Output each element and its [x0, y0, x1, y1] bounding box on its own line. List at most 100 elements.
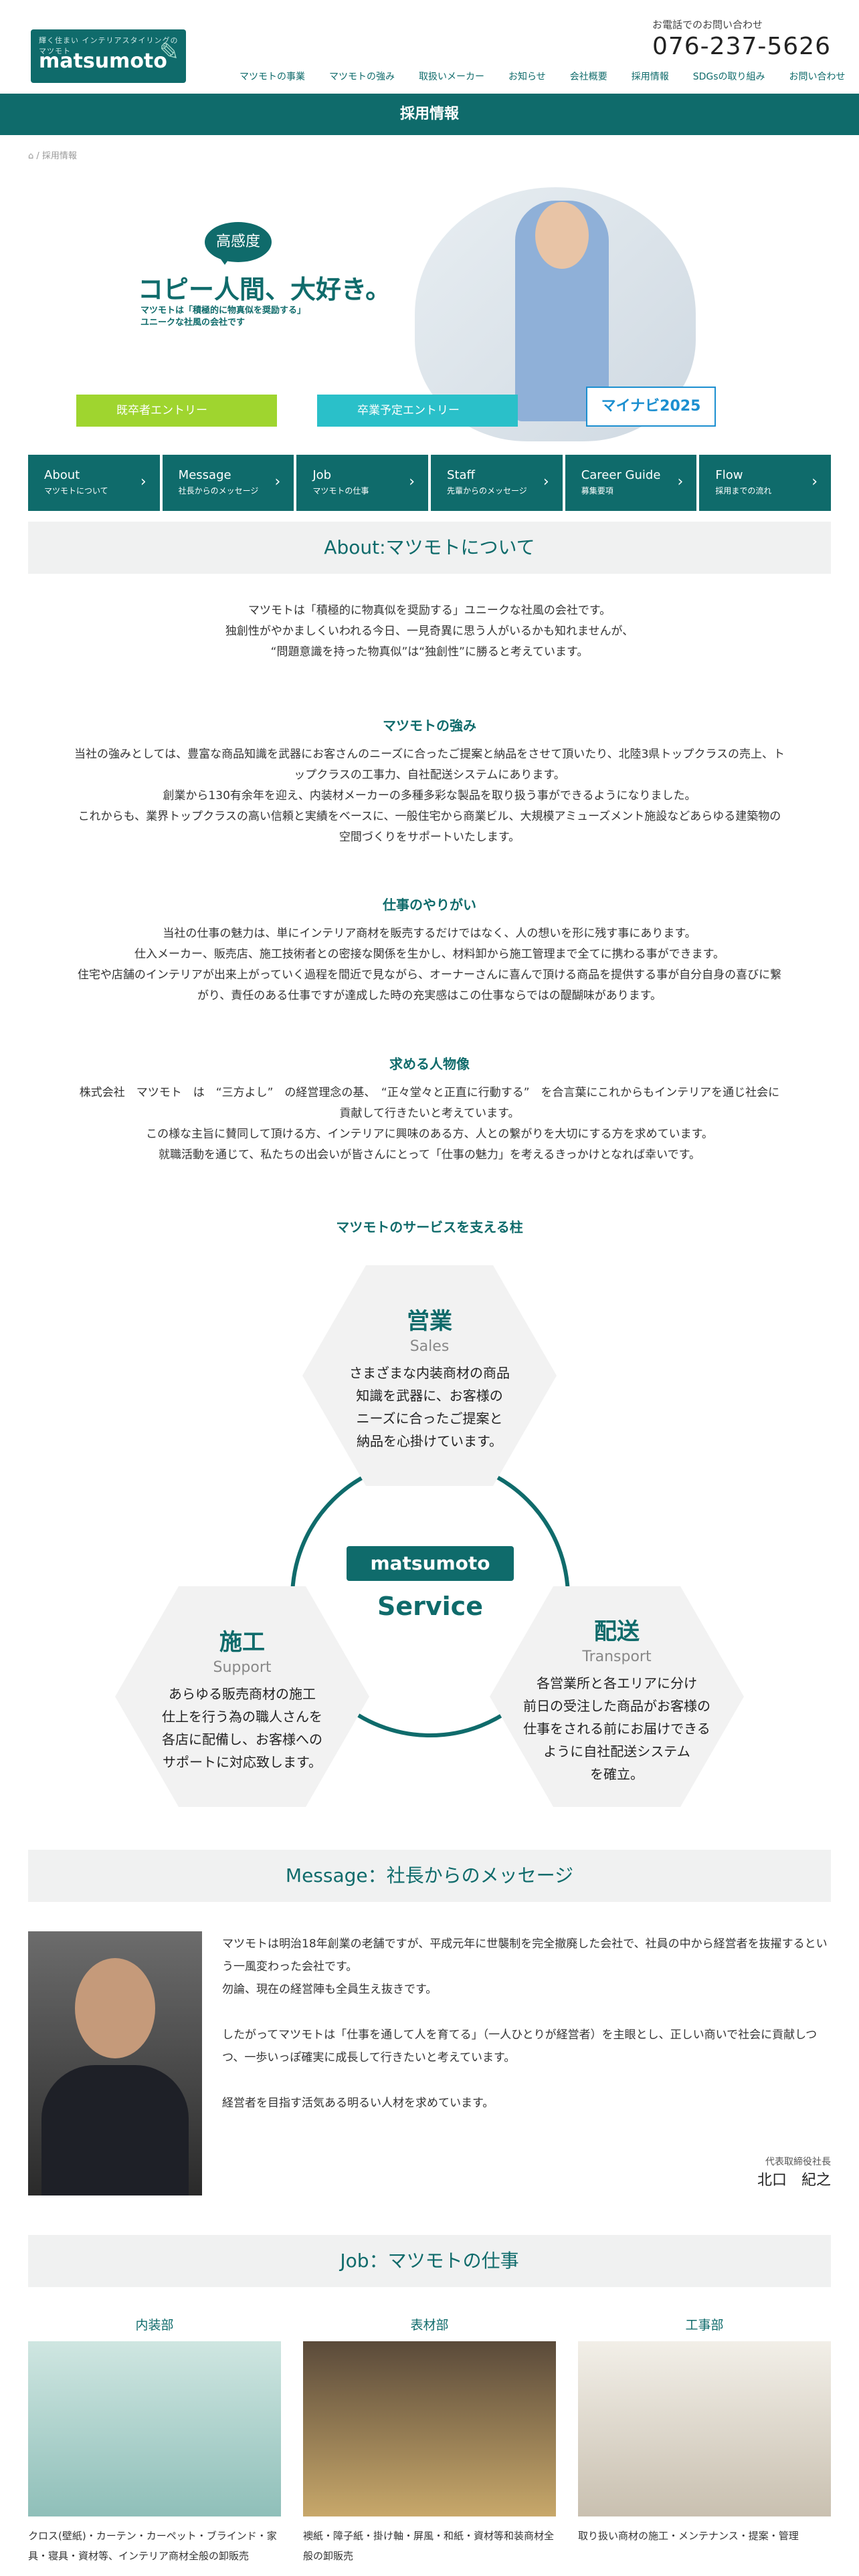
job-construction: 工事部 取り扱い商材の施工・メンテナンス・提案・管理: [578, 2315, 831, 2546]
chevron-right-icon: ›: [409, 473, 415, 490]
text-line: “問題意識を持った物真似”は“独創性”に勝ると考えています。: [270, 645, 589, 659]
text-line: 空間づくりをサポートいたします。: [339, 831, 520, 844]
text-line: 創業から130有余年を迎え、内装材メーカーの多種多彩な製品を取り扱う事ができるよ…: [163, 789, 696, 802]
president-name: 北口 紀之: [757, 2172, 831, 2189]
tab-sublabel: 募集要項: [581, 486, 613, 496]
nav-item-makers[interactable]: 取扱いメーカー: [419, 72, 484, 82]
hero-bubble: 高感度: [205, 222, 272, 265]
people-block: 求める人物像 株式会社 マツモト は “三方よし” の経営理念の基、 “正々堂々…: [28, 1054, 831, 1166]
tab-staff[interactable]: Staff 先輩からのメッセージ ›: [431, 455, 563, 511]
service-center: matsumoto Service: [347, 1546, 514, 1621]
job-desc: 襖紙・障子紙・掛け軸・屏風・和紙・資材等和装商材全般の卸販売: [303, 2530, 555, 2562]
nav-item-strength[interactable]: マツモトの強み: [329, 72, 395, 82]
nav-item-business[interactable]: マツモトの事業: [240, 72, 305, 82]
nav-item-news[interactable]: お知らせ: [508, 72, 546, 82]
text-line: 当社の強みとしては、豊富な商品知識を武器にお客さんのニーズに合ったご提案と納品を…: [74, 748, 785, 761]
text-line: この様な主旨に賛同して頂ける方、インテリアに興味のある方、人との繋がりを大切にす…: [146, 1128, 713, 1141]
text-line: あらゆる販売商材の施工: [169, 1686, 316, 1702]
pillar-subtitle: Support: [213, 1659, 272, 1676]
president-signature: 代表取締役社長 北口 紀之: [757, 2155, 831, 2189]
global-nav: マツモトの事業 マツモトの強み 取扱いメーカー お知らせ 会社概要 採用情報 S…: [227, 70, 858, 83]
nav-item-recruit[interactable]: 採用情報: [631, 72, 669, 82]
job-surface: 表材部 襖紙・障子紙・掛け軸・屏風・和紙・資材等和装商材全般の卸販売: [303, 2315, 556, 2566]
work-title: 仕事のやりがい: [383, 897, 476, 913]
president-suit: [41, 2065, 189, 2195]
message-paragraph: マツモトは明治18年創業の老舗ですが、平成元年に世襲制を完全撤廃した会社で、社員…: [222, 1937, 828, 1973]
job-photo: [578, 2341, 831, 2516]
nav-item-contact[interactable]: お問い合わせ: [789, 72, 846, 82]
message-paragraph: 経営者を目指す活気ある明るい人材を求めています。: [222, 2097, 494, 2110]
pillar-desc: あらゆる販売商材の施工仕上を行う為の職人さんを各店に配備し、お客様へのサポートに…: [115, 1683, 369, 1774]
president-message: マツモトは明治18年創業の老舗ですが、平成元年に世襲制を完全撤廃した会社で、社員…: [222, 1933, 831, 2115]
text-line: 当社の仕事の魅力は、単にインテリア商材を販売するだけではなく、人の想いを形に残す…: [163, 927, 696, 940]
text-line: ように自社配送システム: [543, 1743, 690, 1759]
logo-tagline: 輝く住まい インテリアスタイリングのマツモト: [39, 36, 179, 56]
nav-item-company[interactable]: 会社概要: [569, 72, 607, 82]
text-line: 仕入メーカー、販売店、施工技術者との密接な関係を生かし、材料卸から施工管理まで全…: [134, 948, 725, 961]
mynavi-banner[interactable]: マイナビ2025: [586, 387, 716, 427]
text-line: 各店に配備し、お客様への: [162, 1731, 322, 1747]
hero-subcopy-line: ユニークな社風の会社です: [140, 318, 246, 328]
job-desc: クロス(壁紙)・カーテン・カーペット・ブラインド・家具・寝具・資材等、インテリア…: [28, 2530, 277, 2562]
chevron-right-icon: ›: [543, 473, 549, 490]
text-line: を確立。: [590, 1766, 644, 1782]
text-line: 独創性がやかましくいわれる今日、一見奇異に思う人がいるかも知れませんが、: [225, 625, 634, 638]
job-photo: [28, 2341, 281, 2516]
breadcrumb: ⌂ / 採用情報: [28, 151, 77, 161]
pillar-title: 配送: [594, 1618, 640, 1645]
message-paragraph: したがってマツモトは「仕事を通して人を育てる」（一人ひとりが経営者）を主眼とし、…: [222, 2028, 818, 2064]
text-line: これからも、業界トップクラスの高い信頼と実績をベースに、一般住宅から商業ビル、大…: [78, 810, 781, 823]
nav-item-sdgs[interactable]: SDGsの取り組み: [692, 72, 765, 82]
text-line: 就職活動を通じて、私たちの出会いが皆さんにとって「仕事の魅力」を考えるきっかけと…: [159, 1148, 700, 1162]
chevron-right-icon: ›: [140, 473, 147, 490]
text-line: 知識を武器に、お客様の: [356, 1388, 503, 1404]
pillar-subtitle: Transport: [582, 1648, 652, 1665]
strength-title: マツモトの強み: [383, 718, 476, 734]
tab-label: Flow: [715, 468, 743, 482]
pillar-subtitle: Sales: [409, 1338, 450, 1355]
logo-name: matsumoto: [39, 49, 167, 73]
pillars-title-block: マツモトのサービスを支える柱: [28, 1217, 831, 1246]
entry-experienced-button[interactable]: 既卒者エントリー: [76, 395, 277, 427]
tab-sublabel: 社長からのメッセージ: [178, 486, 259, 496]
text-line: 株式会社 マツモト は “三方よし” の経営理念の基、 “正々堂々と正直に行動す…: [79, 1086, 780, 1099]
people-title: 求める人物像: [389, 1056, 470, 1072]
tab-label: Career Guide: [581, 468, 661, 482]
president-photo: [28, 1931, 202, 2195]
job-heading: Job：マツモトの仕事: [28, 2235, 831, 2287]
contact-label: お電話でのお問い合わせ: [652, 19, 763, 31]
tab-label: About: [44, 468, 80, 482]
phone-number[interactable]: 076-237-5626: [652, 33, 831, 60]
work-block: 仕事のやりがい 当社の仕事の魅力は、単にインテリア商材を販売するだけではなく、人…: [28, 895, 831, 1006]
text-line: 仕事をされる前にお届けできる: [523, 1721, 710, 1737]
breadcrumb-current: 採用情報: [41, 151, 77, 161]
hero-subcopy: マツモトは「積極的に物真似を奨励する」ユニークな社風の会社です: [140, 305, 306, 329]
text-line: マツモトは「積極的に物真似を奨励する」ユニークな社風の会社です。: [248, 604, 611, 617]
message-paragraph: 勿論、現在の経営陣も全員生え抜きです。: [222, 1983, 438, 1996]
text-line: サポートに対応致します。: [163, 1754, 322, 1770]
text-line: 仕上を行う為の職人さんを: [162, 1709, 322, 1725]
text-line: 貢献して行きたいと考えています。: [339, 1107, 520, 1120]
tab-label: Staff: [447, 468, 475, 482]
text-line: 前日の受注した商品がお客様の: [523, 1698, 710, 1714]
service-label: Service: [377, 1592, 483, 1621]
company-logo[interactable]: 輝く住まい インテリアスタイリングのマツモト matsumoto ✎: [31, 29, 186, 83]
job-photo: [303, 2341, 556, 2516]
tab-label: Message: [178, 468, 231, 482]
hero-catchcopy: コピー人間、大好き。: [138, 275, 391, 304]
about-intro: マツモトは「積極的に物真似を奨励する」ユニークな社風の会社です。 独創性がやかま…: [28, 601, 831, 663]
president-face: [75, 1958, 155, 2058]
tab-sublabel: 先輩からのメッセージ: [447, 486, 527, 496]
text-line: さまざまな内装商材の商品: [349, 1365, 510, 1381]
message-heading: Message：社長からのメッセージ: [28, 1850, 831, 1902]
text-line: 各営業所と各エリアに分け: [537, 1675, 697, 1691]
home-icon[interactable]: ⌂: [28, 151, 34, 161]
contact-block: お電話でのお問い合わせ 076-237-5626: [652, 17, 831, 60]
entry-graduate-button[interactable]: 卒業予定エントリー: [317, 395, 518, 427]
